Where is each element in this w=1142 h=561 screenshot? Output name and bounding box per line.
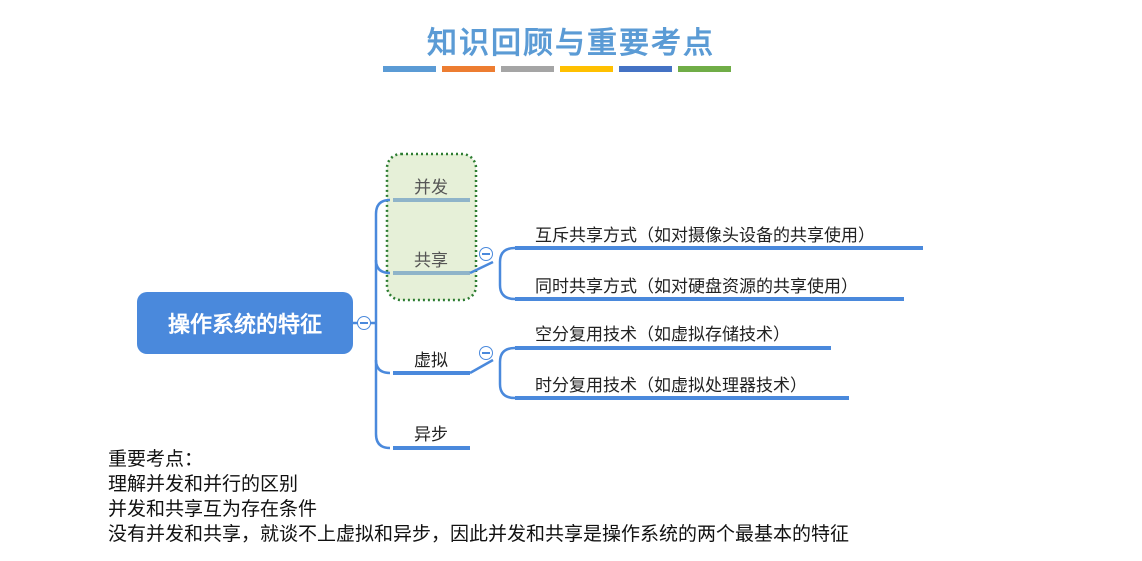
title-bar-6	[678, 66, 731, 72]
notes-heading: 重要考点：	[108, 448, 204, 470]
xuni-collapse-icon[interactable]	[479, 346, 493, 360]
notes-line-2: 并发和共享互为存在条件	[108, 498, 318, 520]
branch-yibu[interactable]: 异步	[414, 425, 448, 445]
notes-line-3: 没有并发和共享，就谈不上虚拟和异步，因此并发和共享是操作系统的两个最基本的特征	[108, 523, 850, 545]
branch-xuni[interactable]: 虚拟	[414, 351, 448, 371]
branch-gongxiang[interactable]: 共享	[414, 251, 448, 271]
leaf-huchi-gongxiang[interactable]: 互斥共享方式（如对摄像头设备的共享使用）	[535, 226, 875, 246]
leaf-kongfen-fuyong[interactable]: 空分复用技术（如虚拟存储技术）	[535, 325, 790, 345]
root-spine	[374, 198, 391, 450]
branch-link-xuni	[374, 359, 391, 375]
title-bar-3	[501, 66, 554, 72]
gongxiang-children-link	[469, 260, 494, 275]
title-bar-2	[442, 66, 495, 72]
key-points-notes: 重要考点： 理解并发和并行的区别 并发和共享互为存在条件 没有并发和共享，就谈不…	[108, 447, 849, 547]
xuni-children-spine	[498, 346, 516, 400]
xuni-children-link	[469, 358, 494, 375]
gongxiang-children-spine	[498, 246, 516, 301]
branch-bingfa[interactable]: 并发	[414, 178, 448, 198]
gongxiang-collapse-icon[interactable]	[479, 247, 493, 261]
branch-link-gongxiang	[374, 259, 391, 275]
highlight-box	[385, 152, 478, 302]
leaf-shifen-fuyong[interactable]: 时分复用技术（如虚拟处理器技术）	[535, 376, 807, 396]
title-bar-5	[619, 66, 672, 72]
title-bar-4	[560, 66, 613, 72]
leaf-tongshi-gongxiang[interactable]: 同时共享方式（如对硬盘资源的共享使用）	[535, 277, 858, 297]
title-bar-1	[383, 66, 436, 72]
root-node[interactable]: 操作系统的特征	[137, 292, 353, 354]
notes-line-1: 理解并发和并行的区别	[108, 473, 299, 495]
slide-title: 知识回顾与重要考点	[427, 26, 715, 61]
root-collapse-icon[interactable]	[357, 316, 371, 330]
